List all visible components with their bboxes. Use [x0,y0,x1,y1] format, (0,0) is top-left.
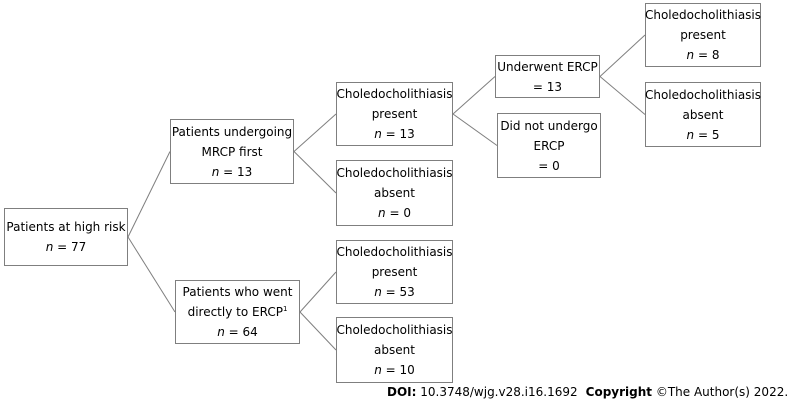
node-direct-present: Choledocholithiasis present n = 53 [336,240,453,304]
node-text-line: present [371,265,418,279]
n-symbol: n [45,240,54,254]
node-text-line: Patients at high risk [6,220,126,234]
node-count: n = 0 [378,203,411,223]
edge-root-direct [127,236,176,313]
node-count: n = 77 [46,237,87,257]
connector-lines [127,34,646,351]
node-ercp-present: Choledocholithiasis present n = 8 [645,3,761,67]
node-count: = 13 [533,77,562,97]
node-text-line: ERCP [533,138,565,153]
node-text-line: Choledocholithiasis [336,166,453,180]
n-value: = 8 [694,48,720,62]
n-symbol: n [374,285,382,299]
node-text-line: Choledocholithiasis [644,8,762,22]
n-symbol: n [686,48,695,62]
node-text-line: Choledocholithiasis [336,87,453,101]
node-text-line: Choledocholithiasis [336,323,453,337]
n-symbol: n [211,164,220,179]
edge-mrcp_present-underwent [452,76,496,115]
n-value: = 13 [532,79,563,94]
n-symbol: n [686,127,695,142]
n-symbol: n [374,127,382,141]
node-count: n = 64 [217,322,258,342]
node-count: n = 5 [687,125,720,145]
edge-direct-direct_absent [299,311,337,351]
node-text-line: absent [374,343,415,357]
node-count: n = 53 [374,282,415,302]
n-value: = 53 [381,285,415,299]
n-value: = 0 [385,206,411,220]
doi-value: 10.3748/wjg.v28.i16.1692 [416,385,578,399]
citation-footer: DOI: 10.3748/wjg.v28.i16.1692 Copyright ©… [387,384,788,400]
node-text-line: Choledocholithiasis [336,245,453,259]
node-direct: Patients who went directly to ERCP1 n = 64 [175,280,300,344]
node-text-line: Underwent ERCP [497,59,598,74]
node-ercp-absent: Choledocholithiasis absent n = 5 [645,82,761,147]
footnote-marker: 1 [282,305,288,313]
node-text-line: Choledocholithiasis [644,87,762,102]
edge-direct-direct_present [299,271,337,313]
node-mrcp-present: Choledocholithiasis present n = 13 [336,82,453,146]
n-value: = 13 [219,164,253,179]
copyright-label: Copyright [585,385,653,399]
edge-underwent-ercp_absent [599,76,646,115]
n-value: = 64 [224,325,258,339]
copyright-value: ©The Author(s) 2022. [652,385,788,399]
n-value: = 5 [694,127,720,142]
edge-mrcp-mrcp_absent [293,151,337,194]
n-value: = 10 [381,363,415,377]
node-count: n = 13 [374,124,415,144]
node-text-line: directly to ERCP1 [187,305,288,319]
node-text-line: Patients undergoing [171,124,293,139]
node-count: n = 10 [374,360,415,380]
node-text-line: absent [374,186,415,200]
node-text-line: MRCP first [201,144,263,159]
doi-label: DOI: [387,385,417,399]
node-text-line: absent [682,107,724,122]
node-text-line: Did not undergo [500,118,598,133]
edge-mrcp-mrcp_present [293,113,337,152]
node-count: n = 8 [687,45,720,65]
node-underwent-ercp: Underwent ERCP = 13 [495,55,600,98]
node-text-line: present [680,28,726,42]
node-root: Patients at high risk n = 77 [4,208,128,266]
node-direct-absent: Choledocholithiasis absent n = 10 [336,317,453,383]
node-mrcp-absent: Choledocholithiasis absent n = 0 [336,160,453,226]
n-symbol: n [217,325,225,339]
n-symbol: n [374,363,382,377]
n-value: = 0 [538,158,560,173]
node-count: = 0 [538,156,560,176]
node-count: n = 13 [212,162,253,182]
n-symbol: n [378,206,386,220]
edge-underwent-ercp_present [599,34,646,77]
n-value: = 77 [53,240,87,254]
n-value: = 13 [381,127,415,141]
edge-root-mrcp [127,151,171,238]
node-text-line: present [371,107,418,121]
edge-mrcp_present-notundergo [452,113,498,146]
node-text-line: Patients who went [182,285,293,299]
